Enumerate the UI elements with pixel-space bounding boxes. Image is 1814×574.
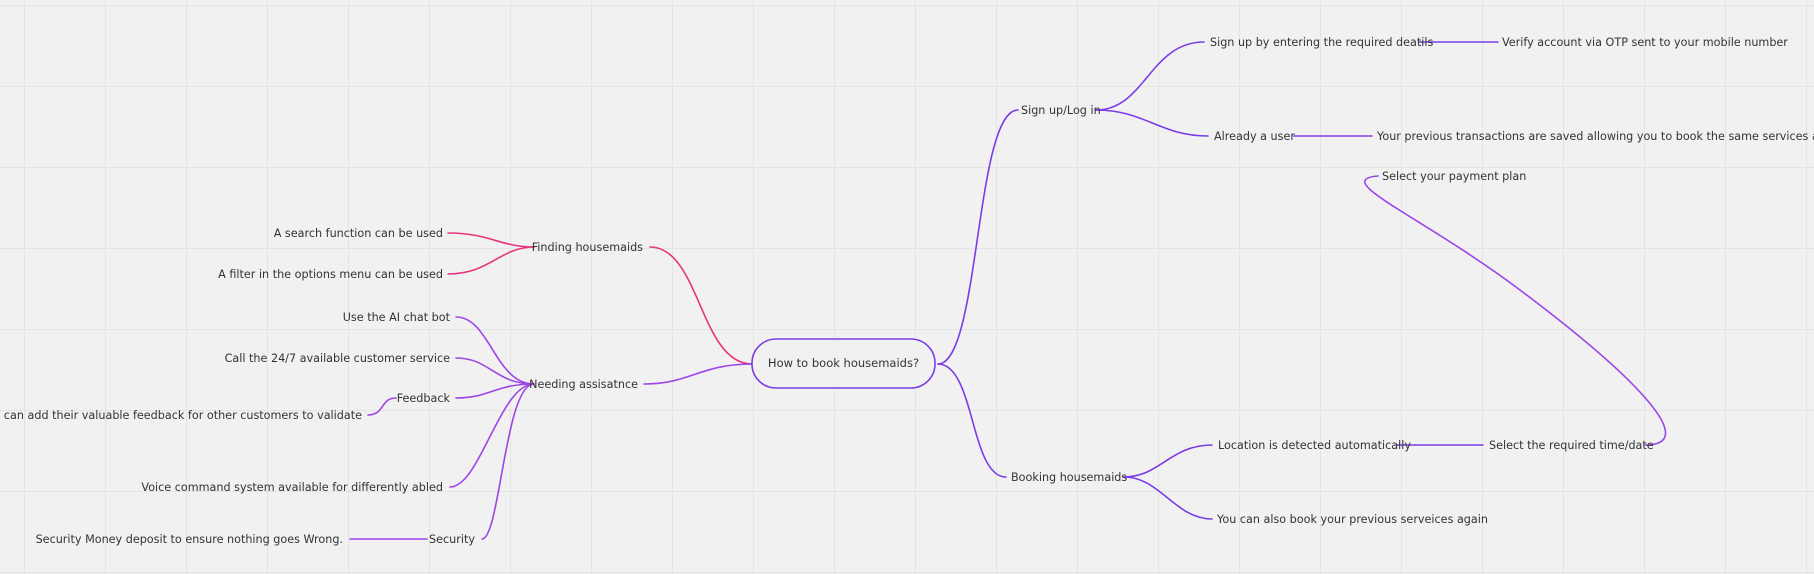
node-new-user[interactable]: Sign up by entering the required deatils: [1210, 36, 1433, 49]
node-finding[interactable]: Finding housemaids: [532, 241, 643, 254]
node-saved-transactions[interactable]: Your previous transactions are saved all…: [1376, 130, 1814, 143]
node-signup[interactable]: Sign up/Log in: [1021, 104, 1101, 117]
edge-booking-previous: [1123, 476, 1213, 520]
edge-assistance-voice: [449, 383, 535, 488]
node-location[interactable]: Location is detected automatically: [1218, 439, 1411, 452]
node-booking[interactable]: Booking housemaids: [1011, 471, 1127, 484]
edge-assistance-call: [455, 357, 535, 385]
node-search[interactable]: A search function can be used: [274, 227, 443, 240]
node-existing-user[interactable]: Already a user: [1214, 130, 1295, 143]
node-feedback[interactable]: Feedback: [397, 392, 451, 405]
edge-central-signup: [937, 109, 1019, 365]
node-filter[interactable]: A filter in the options menu can be used: [218, 268, 443, 281]
central-node-label: How to book housemaids?: [768, 356, 919, 370]
node-verify[interactable]: Verify account via OTP sent to your mobi…: [1502, 36, 1788, 49]
node-previous-services[interactable]: You can also book your previous serveice…: [1216, 513, 1488, 526]
edge-signup-newuser: [1095, 41, 1205, 111]
edge-central-finding: [649, 246, 753, 365]
edge-time-payment: [1363, 175, 1667, 446]
central-node[interactable]: How to book housemaids?: [751, 338, 936, 389]
edge-central-assistance: [643, 363, 753, 385]
node-assistance[interactable]: Needing assisatnce: [529, 378, 638, 391]
edge-central-booking: [937, 363, 1007, 478]
edge-booking-location: [1123, 444, 1213, 478]
node-security-detail[interactable]: Security Money deposit to ensure nothing…: [36, 533, 343, 546]
mindmap-edges: [349, 41, 1667, 540]
node-security[interactable]: Security: [429, 533, 475, 546]
node-time-date[interactable]: Select the required time/date: [1489, 439, 1654, 452]
node-feedback-detail[interactable]: Users can add their valuable feedback fo…: [0, 409, 362, 422]
node-call[interactable]: Call the 24/7 available customer service: [225, 352, 451, 365]
node-chatbot[interactable]: Use the AI chat bot: [343, 311, 451, 324]
edge-feedback-detail: [367, 397, 397, 416]
node-voice[interactable]: Voice command system available for diffe…: [141, 481, 443, 494]
edge-finding-filter: [447, 246, 535, 275]
edge-finding-search: [447, 232, 535, 248]
node-payment-plan[interactable]: Select your payment plan: [1382, 170, 1526, 183]
edge-assistance-feedback: [455, 383, 535, 399]
edge-assistance-security: [481, 383, 535, 540]
edge-signup-existing: [1095, 109, 1209, 137]
edge-assistance-chatbot: [455, 316, 535, 385]
